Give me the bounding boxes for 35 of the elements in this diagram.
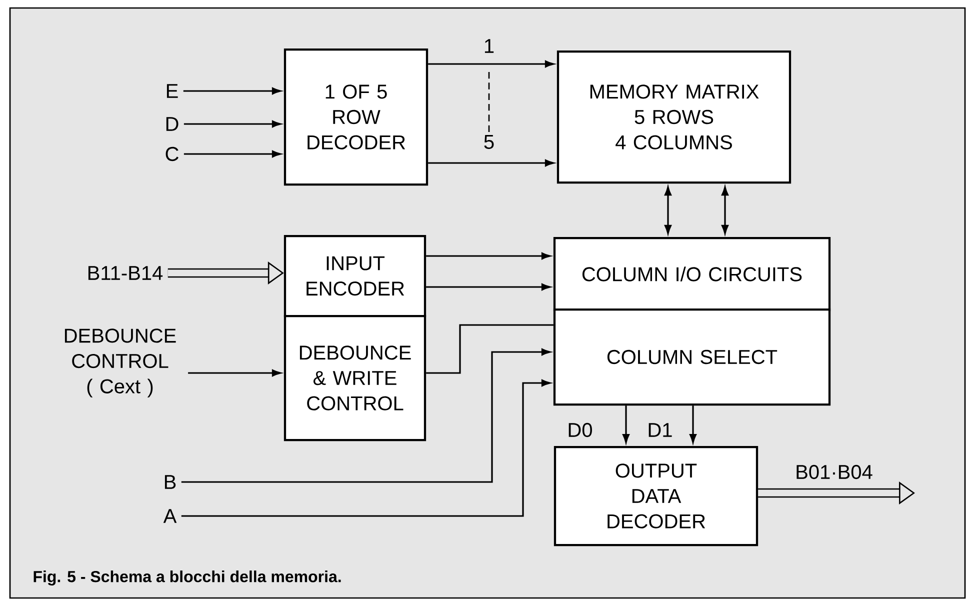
figure-caption: Fig. 5 - Schema a blocchi della memoria. [34,570,341,586]
signal-label: B11-B14 [88,266,163,280]
arrow [181,348,551,483]
arrow [426,252,551,260]
arrow [426,284,551,290]
edge-label: 5 [482,134,496,150]
arrow [184,150,282,158]
connector-line [426,324,554,374]
control-box: DEBOUNCE & WRITE CONTROL [284,314,426,442]
arrow [184,120,282,128]
arrow [181,380,551,517]
decoder-box: 1 OF 5 ROW DECODER [284,48,428,186]
arrow [188,370,282,376]
arrow [183,88,282,94]
signal-label: D [166,117,178,131]
decoder-box: OUTPUT DATA DECODER [554,446,758,546]
circuit-box: COLUMN I/O CIRCUITS [553,236,831,312]
signal-label: A [163,509,177,523]
arrow [428,160,554,166]
edge-label: 1 [482,38,496,54]
signal-label: E [166,84,178,98]
arrow [428,60,554,68]
arrow [664,186,672,234]
encoder-box: INPUT ENCODER [284,234,426,318]
select-box: COLUMN SELECT [553,308,831,406]
signal-label: DEBOUNCE CONTROL ( Cext ) [64,328,176,398]
arrow [722,186,728,234]
arrow [622,406,630,444]
arrow [690,406,696,444]
signal-label: C [166,146,178,162]
edge-label: D0 [566,422,594,438]
edge-label: D1 [646,422,674,438]
memory-box: MEMORY MATRIX 5 ROWS 4 COLUMNS [556,50,792,184]
edge-label: B01·B04 [794,464,874,480]
signal-label: B [164,475,176,489]
